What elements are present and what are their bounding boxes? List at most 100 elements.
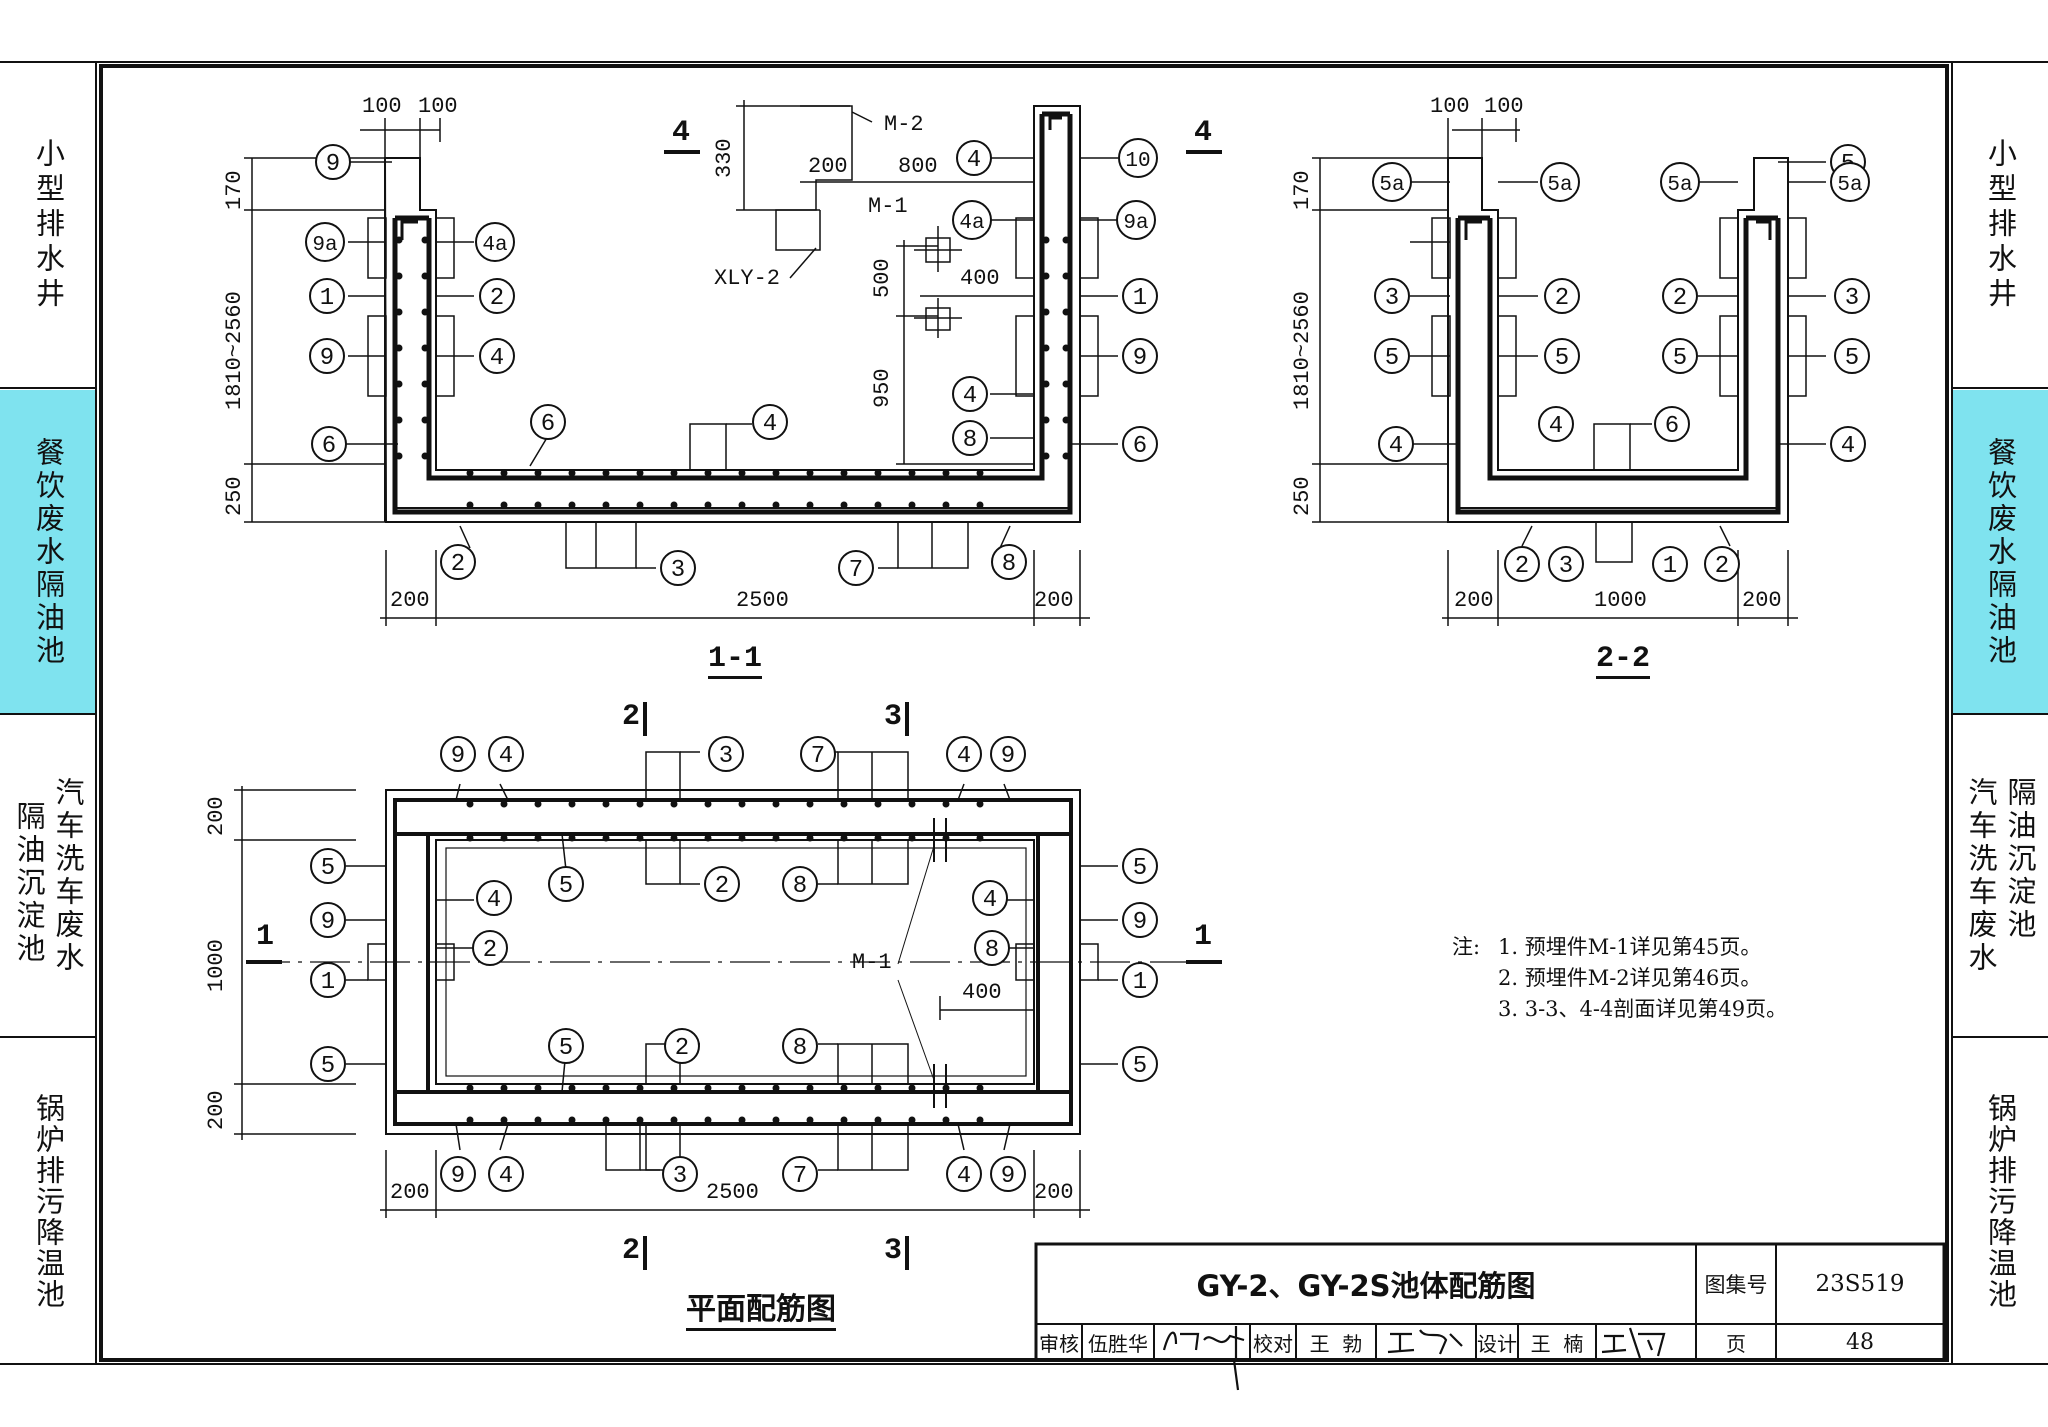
rebar-callout-bubble: 4 bbox=[972, 880, 1008, 916]
rebar-callout-bubble: 7 bbox=[782, 1156, 818, 1192]
rebar-callout-bubble: 9 bbox=[1122, 902, 1158, 938]
svg-text:5: 5 bbox=[1385, 345, 1399, 372]
cut-mark-4-right: 4 bbox=[1194, 116, 1213, 150]
svg-text:3: 3 bbox=[719, 743, 733, 770]
svg-text:5: 5 bbox=[1845, 345, 1859, 372]
dim-100-b: 100 bbox=[418, 94, 458, 119]
svg-text:4: 4 bbox=[499, 743, 513, 770]
dim-200-left: 200 bbox=[390, 588, 430, 613]
dim-100-b-2: 100 bbox=[1484, 94, 1524, 119]
svg-text:7: 7 bbox=[849, 557, 863, 584]
svg-text:1: 1 bbox=[1663, 553, 1677, 580]
note-1: 1. 预埋件M-1详见第45页。 bbox=[1498, 935, 1762, 959]
side-tab-text: 隔油沉淀池 bbox=[12, 801, 46, 966]
side-tab-small-drain-well-right[interactable]: 小型排水井 bbox=[1952, 62, 2048, 388]
svg-text:9: 9 bbox=[1133, 345, 1147, 372]
side-tab-text: 餐饮废水隔油池 bbox=[31, 436, 66, 668]
rebar-callout-bubble: 1 bbox=[309, 278, 345, 314]
svg-text:2: 2 bbox=[715, 873, 729, 900]
rebar-callout-bubble: 5 bbox=[548, 1028, 584, 1064]
rebar-callout-bubble: 4 bbox=[476, 880, 512, 916]
plan-title: 平面配筋图 bbox=[686, 1292, 836, 1331]
svg-text:5a: 5a bbox=[1547, 174, 1572, 197]
side-tab-boiler-cooling-left[interactable]: 锅炉排污降温池 bbox=[0, 1038, 96, 1364]
rebar-callout-bubble: 8 bbox=[782, 866, 818, 902]
review-label: 审核 bbox=[1039, 1331, 1079, 1356]
rebar-callout-bubble: 4 bbox=[946, 1156, 982, 1192]
dim-1810-2560-2: 1810~2560 bbox=[1290, 291, 1315, 410]
svg-text:4: 4 bbox=[490, 345, 504, 372]
rebar-callout-bubble: 5a bbox=[1540, 162, 1580, 202]
atlas-label: 图集号 bbox=[1704, 1273, 1768, 1297]
svg-text:2: 2 bbox=[1555, 285, 1569, 312]
side-tab-car-wash-right[interactable]: 汽车洗车废水 隔油沉淀池 bbox=[1952, 716, 2048, 1036]
rebar-callout-bubble: 9 bbox=[990, 736, 1026, 772]
svg-text:5: 5 bbox=[559, 1035, 573, 1062]
dim-170-2: 170 bbox=[1290, 170, 1315, 210]
side-tab-text: 锅炉排污降温池 bbox=[31, 1092, 66, 1310]
rebar-callout-bubble: 4 bbox=[952, 376, 988, 412]
plan-cut-1-left: 1 bbox=[256, 920, 275, 954]
side-tab-text: 汽车洗车废水 bbox=[1964, 777, 1998, 975]
reviewer-signature bbox=[1162, 1326, 1245, 1391]
dim-200-right: 200 bbox=[1034, 588, 1074, 613]
rebar-callout-bubble: 9 bbox=[309, 338, 345, 374]
rebar-callout-bubble: 7 bbox=[838, 550, 874, 586]
section-1-1-title: 1-1 bbox=[708, 642, 763, 679]
side-tab-boiler-cooling-right[interactable]: 锅炉排污降温池 bbox=[1952, 1038, 2048, 1364]
rebar-callout-bubble: 4a bbox=[475, 222, 515, 262]
rebar-callout-bubble: 5 bbox=[310, 848, 346, 884]
plan-cut-3-bottom: 3 bbox=[884, 1234, 903, 1268]
svg-text:5: 5 bbox=[1133, 855, 1147, 882]
rebar-callout-bubble: 2 bbox=[1704, 546, 1740, 582]
svg-text:4: 4 bbox=[487, 887, 501, 914]
rebar-callout-bubble: 1 bbox=[1122, 962, 1158, 998]
rebar-callout-bubble: 3 bbox=[708, 736, 744, 772]
svg-text:9: 9 bbox=[326, 151, 340, 178]
svg-text:3: 3 bbox=[1845, 285, 1859, 312]
rebar-callout-bubble: 6 bbox=[530, 404, 566, 440]
svg-text:9a: 9a bbox=[1123, 212, 1148, 235]
svg-text:2: 2 bbox=[483, 937, 497, 964]
side-tab-kitchen-oil-trap-right[interactable]: 餐饮废水隔油池 bbox=[1952, 390, 2048, 714]
svg-text:1: 1 bbox=[1133, 285, 1147, 312]
rebar-callout-bubble: 2 bbox=[1544, 278, 1580, 314]
dim-200-right-2: 200 bbox=[1742, 588, 1782, 613]
side-tab-text: 小型排水井 bbox=[1983, 137, 2018, 313]
rebar-callout-bubble: 9 bbox=[310, 902, 346, 938]
section-2-2-title: 2-2 bbox=[1596, 642, 1651, 679]
svg-text:3: 3 bbox=[673, 1163, 687, 1190]
rebar-callout-bubble: 1 bbox=[1652, 546, 1688, 582]
design-label: 设计 bbox=[1477, 1331, 1517, 1356]
dim-200-left-2: 200 bbox=[1454, 588, 1494, 613]
signatures bbox=[1162, 1326, 1666, 1391]
rebar-callout-bubble: 5 bbox=[548, 866, 584, 902]
rebar-callout-bubble: 2 bbox=[440, 544, 476, 580]
notes: 注: 1. 预埋件M-1详见第45页。 2. 预埋件M-2详见第46页。 3. … bbox=[1452, 932, 1787, 1025]
rebar-callout-bubble: 9 bbox=[440, 1156, 476, 1192]
drawing-title: GY-2、GY-2S池体配筋图 bbox=[1196, 1269, 1536, 1303]
side-tab-kitchen-oil-trap-left[interactable]: 餐饮废水隔油池 bbox=[0, 390, 96, 714]
svg-text:9: 9 bbox=[451, 1163, 465, 1190]
svg-text:5a: 5a bbox=[1667, 174, 1692, 197]
rebar-callout-bubble: 5 bbox=[1374, 338, 1410, 374]
rebar-callout-bubble: 9 bbox=[1122, 338, 1158, 374]
svg-text:2: 2 bbox=[675, 1035, 689, 1062]
rebar-callout-bubble: 5a bbox=[1660, 162, 1700, 202]
rebar-callout-bubble: 4 bbox=[1830, 426, 1866, 462]
svg-text:6: 6 bbox=[322, 433, 336, 460]
rebar-callout-bubble: 4 bbox=[956, 140, 992, 176]
label-m2: M-2 bbox=[884, 112, 924, 137]
rebar-callout-bubble: 3 bbox=[662, 1156, 698, 1192]
dim-400: 400 bbox=[960, 266, 1000, 291]
svg-text:1: 1 bbox=[1133, 969, 1147, 996]
title-block bbox=[1034, 1242, 1946, 1362]
rebar-callout-bubble: 9a bbox=[1116, 200, 1156, 240]
side-tab-car-wash-left[interactable]: 汽车洗车废水 隔油沉淀池 bbox=[0, 716, 96, 1036]
checker-signature bbox=[1387, 1329, 1463, 1355]
plan-cut-1-right: 1 bbox=[1194, 920, 1213, 954]
side-tab-small-drain-well-left[interactable]: 小型排水井 bbox=[0, 62, 96, 388]
cut-mark-4-left: 4 bbox=[672, 116, 691, 150]
rebar-callout-bubble: 6 bbox=[1654, 406, 1690, 442]
svg-text:8: 8 bbox=[793, 1035, 807, 1062]
